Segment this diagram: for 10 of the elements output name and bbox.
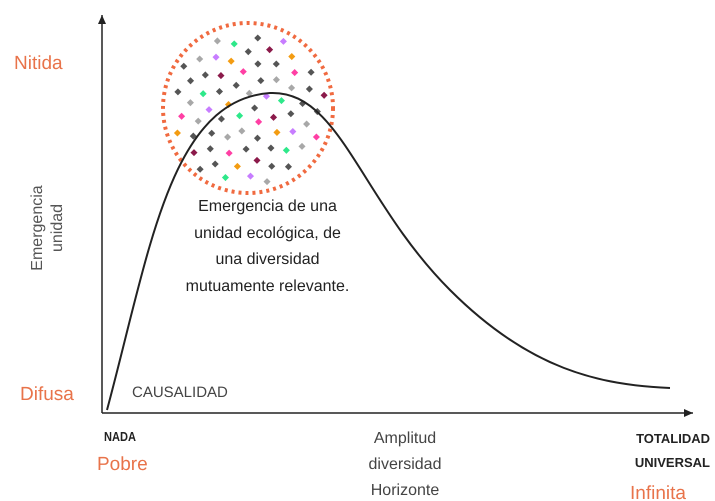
axis-title: Emergencia unidad	[28, 184, 67, 273]
axis-level-label: Infinita	[630, 482, 686, 501]
axis-end-label: NADA	[104, 428, 136, 446]
axis-level-label: Nitida	[14, 52, 63, 76]
axis-title: Amplitud diversidad Horizonte	[368, 429, 442, 501]
region-label: CAUSALIDAD	[132, 383, 228, 403]
axis-level-label: Pobre	[97, 453, 148, 477]
axis-end-label: TOTALIDAD UNIVERSAL	[634, 430, 710, 472]
annotation-text: Emergencia de una unidad ecológica, de una diversidad mutuamente relevante.	[185, 197, 350, 296]
axis-level-label: Difusa	[20, 383, 74, 407]
